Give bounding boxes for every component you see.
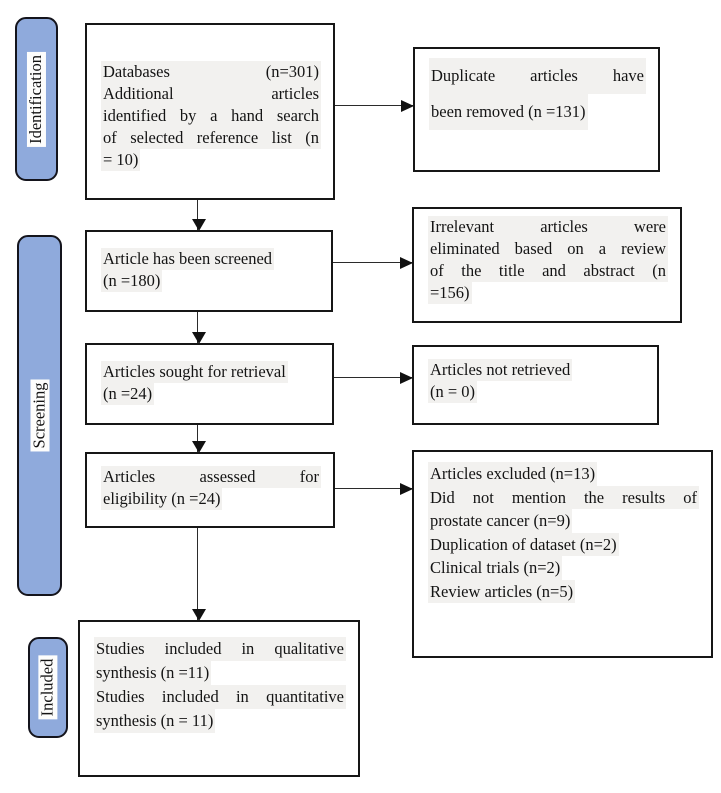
box-text-line: Articles sought for retrieval [101,361,288,383]
box-text-line: (n =24) [101,383,155,405]
arrow-identified-to-duplicates [335,99,414,112]
articles-excluded-box: Articles excluded (n=13) Did not mention… [412,450,713,658]
arrow-identified-to-screened [191,200,206,231]
articles-sought-box: Articles sought for retrieval (n =24) [85,343,334,425]
box-text-line: of the title and abstract (n [428,260,668,282]
box-text-line: (n =180) [101,270,163,292]
box-text-line: Clinical trials (n=2) [428,556,563,580]
box-text-line: eligibility (n =24) [101,488,223,510]
box-text-line: prostate cancer (n=9) [428,509,573,533]
articles-not-retrieved-box: Articles not retrieved (n = 0) [412,345,659,425]
records-identified-box: Databases (n=301) Additional articles id… [85,23,335,200]
arrow-screened-to-irrelevant [333,256,413,269]
stage-identification-label: Identification [26,51,46,147]
box-text-line: synthesis (n =11) [94,661,212,685]
box-text-line: Irrelevant articles were [428,216,668,238]
box-text-line: Review articles (n=5) [428,579,576,603]
duplicates-removed-box: Duplicate articles have been removed (n … [413,47,660,172]
stage-identification-bar: Identification [15,17,58,181]
box-text-line: Duplicate articles have [429,58,646,94]
box-text-line: Duplication of dataset (n=2) [428,532,619,556]
box-text-line: synthesis (n = 11) [94,709,216,733]
box-text-line: Articles assessed for [101,466,321,488]
articles-screened-box: Article has been screened (n =180) [85,230,333,312]
arrow-assessed-to-excluded [335,482,413,495]
box-text-line: Articles excluded (n=13) [428,462,598,486]
box-text-line: eliminated based on a review [428,238,668,260]
box-text-line: Databases (n=301) [101,61,321,83]
box-text-line: been removed (n =131) [429,94,588,130]
box-text-line: (n = 0) [428,381,478,403]
articles-assessed-box: Articles assessed for eligibility (n =24… [85,452,335,528]
arrow-assessed-to-included [191,528,206,621]
box-text-line: =156) [428,282,472,304]
box-text-line: Additional articles [101,83,321,105]
box-text-line: Studies included in qualitative [94,637,346,661]
stage-included-label: Included [38,655,58,720]
studies-included-box: Studies included in qualitative synthesi… [78,620,360,777]
box-text-line: Article has been screened [101,248,275,270]
box-text-line: identified by a hand search [101,105,321,127]
arrow-screened-to-sought [191,312,206,344]
arrow-sought-to-not-retrieved [334,371,413,384]
box-text-line: Articles not retrieved [428,359,573,381]
box-text-line: Studies included in quantitative [94,685,346,709]
box-text-line: of selected reference list (n [101,127,321,149]
stage-screening-label: Screening [29,379,49,452]
box-text-line: = 10) [101,149,141,171]
box-text-line: Did not mention the results of [428,485,699,509]
stage-screening-bar: Screening [17,235,62,596]
arrow-sought-to-assessed [191,425,206,453]
stage-included-bar: Included [28,637,68,738]
irrelevant-eliminated-box: Irrelevant articles were eliminated base… [412,207,682,323]
